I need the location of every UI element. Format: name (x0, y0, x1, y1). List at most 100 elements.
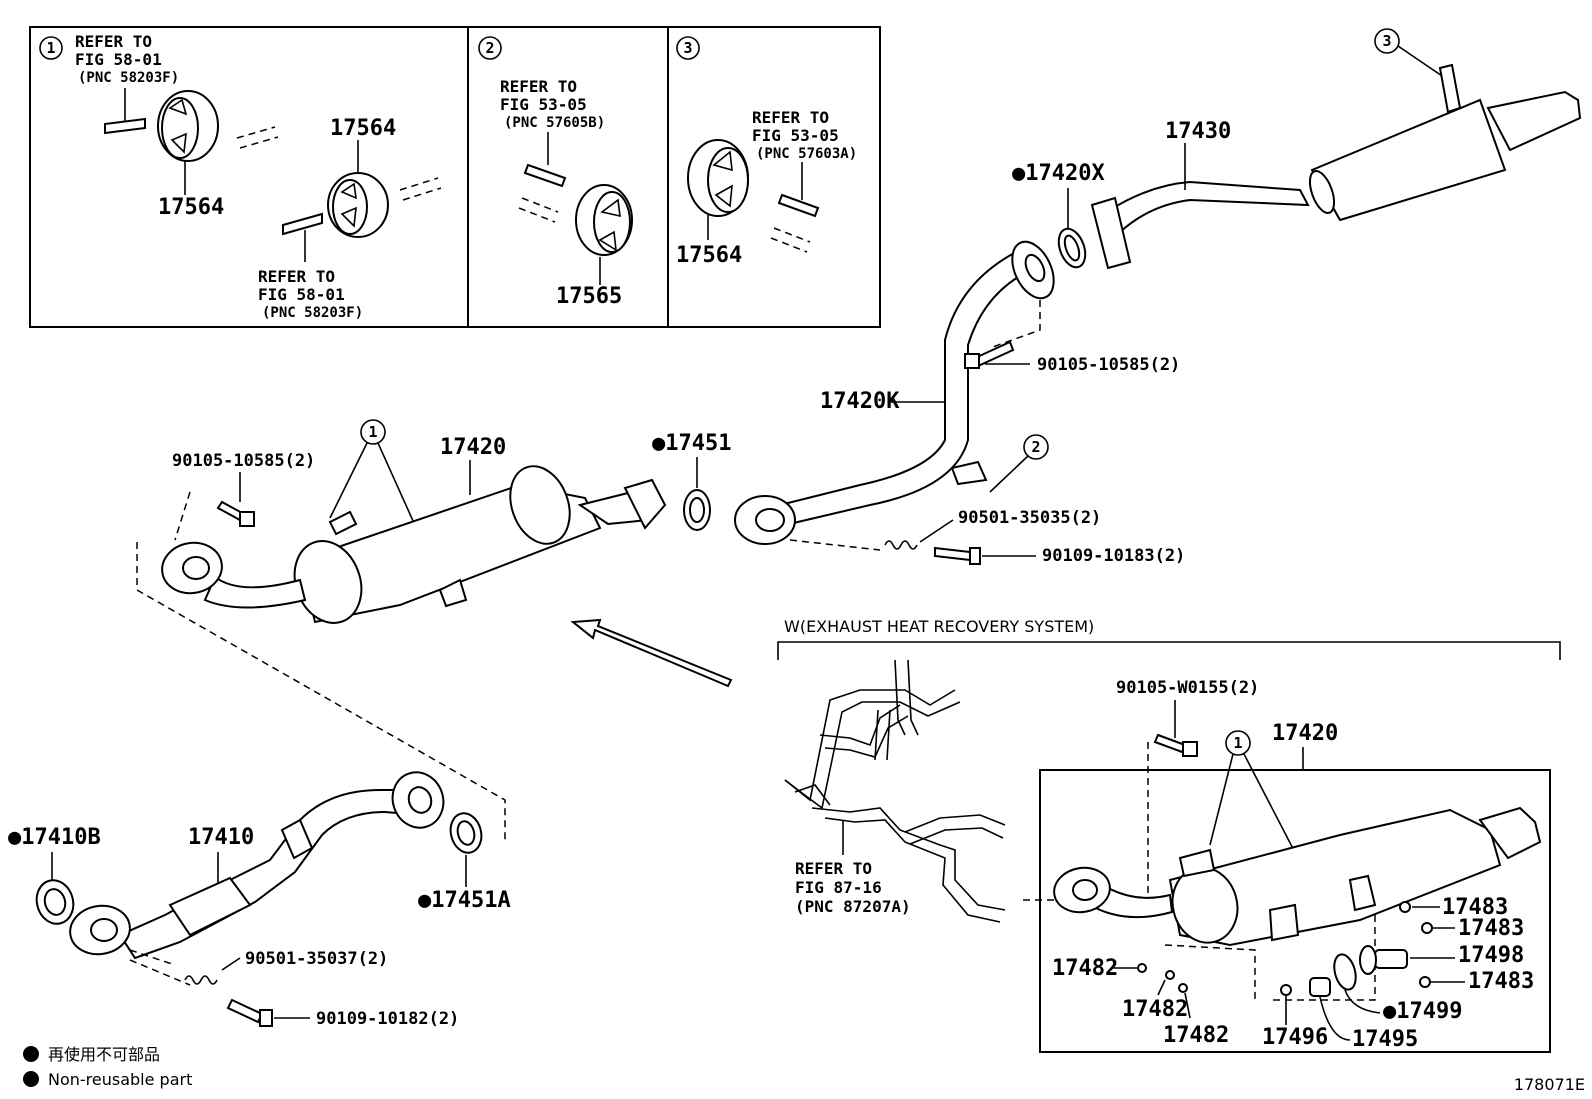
spring-icon (184, 975, 218, 985)
refer-pnc: (PNC 57605B) (504, 115, 605, 131)
part-number: ●17420X (1012, 161, 1105, 186)
refer-text: REFER TO (795, 859, 872, 878)
part-number: 90109-10182(2) (316, 1009, 459, 1029)
converter-assembly: 1 17420 90105-10585(2) (136, 419, 667, 840)
figure-id: 178071E (1514, 1075, 1585, 1094)
part-number: 17496 (1262, 1025, 1328, 1050)
refer-pnc: (PNC 87207A) (795, 897, 911, 916)
bolt-icon (216, 500, 255, 527)
part-number: 17420 (440, 435, 506, 460)
inset-panel-3: 3 REFER TO FIG 53-05 (PNC 57603A) 17564 (676, 36, 857, 268)
converter-gasket: ●17451 (652, 431, 731, 531)
ehr-section: W(EXHAUST HEAT RECOVERY SYSTEM) REFER TO… (777, 617, 1561, 1053)
part-number: 17482 (1052, 956, 1118, 981)
hanger-rod (777, 193, 820, 218)
panel-number: 3 (683, 39, 692, 57)
refer-text: REFER TO (75, 32, 152, 51)
part-number: 17430 (1165, 119, 1231, 144)
part-number: 90105-10585(2) (172, 451, 315, 471)
bolt-icon (226, 998, 273, 1027)
refer-fig: FIG 58-01 (75, 50, 162, 69)
part-number: 90105-W0155(2) (1116, 678, 1259, 698)
part-number: ●17451 (652, 431, 731, 456)
hanger-rod (104, 117, 146, 135)
part-number: 17420K (820, 389, 900, 414)
tail-outlet (1486, 90, 1582, 152)
panel-number-circle (676, 36, 700, 60)
bolt-icon (1153, 733, 1198, 757)
non-reusable-dot-icon (23, 1071, 39, 1087)
hanger-rod (523, 163, 567, 188)
rubber-hanger-icon (687, 139, 749, 217)
converter-outlet-flange (623, 478, 667, 530)
part-number: ●17451A (418, 888, 511, 913)
center-pipe-assembly: 90105-10585(2) 17420K 2 90501-35035(2) 9… (734, 240, 1185, 566)
ehr-assembly-box (1039, 769, 1551, 1053)
rubber-hanger-icon (157, 90, 219, 162)
part-number: 90501-35037(2) (245, 949, 388, 969)
center-hanger (950, 460, 988, 486)
part-number: 90109-10183(2) (1042, 546, 1185, 566)
converter-inlet (203, 575, 307, 609)
direction-arrow-icon (570, 618, 733, 688)
part-number: 17482 (1163, 1023, 1229, 1048)
refer-pnc: (PNC 58203F) (78, 70, 179, 86)
part-number: 17483 (1458, 916, 1524, 941)
legend: 再使用不可部品 Non-reusable part (23, 1045, 192, 1089)
refer-fig: FIG 53-05 (500, 95, 587, 114)
front-catalyst (168, 876, 252, 937)
refer-pnc: (PNC 57603A) (756, 146, 857, 162)
tail-inlet-pipe (1108, 180, 1310, 234)
front-pipe-bracket (280, 818, 314, 860)
hanger-rod (282, 212, 323, 236)
part-number: 17482 (1122, 997, 1188, 1022)
part-number: 90501-35035(2) (958, 508, 1101, 528)
spring-icon (884, 540, 918, 550)
rubber-hanger-icon (327, 172, 389, 238)
non-reusable-dot-icon (23, 1046, 39, 1062)
ehr-valve (1374, 949, 1408, 969)
part-number: 17483 (1468, 969, 1534, 994)
refer-text: REFER TO (258, 267, 335, 286)
hanger-bracket (1438, 63, 1462, 114)
muffler (1310, 98, 1507, 222)
ehr-small-parts (1137, 901, 1433, 1001)
tail-flange (1090, 196, 1132, 270)
part-number: 17564 (676, 243, 742, 268)
part-number: ●17410B (8, 825, 101, 850)
panel-number: 1 (46, 39, 55, 57)
callout-number: 1 (1233, 734, 1242, 752)
panel-number: 2 (485, 39, 494, 57)
part-number: 17495 (1352, 1027, 1418, 1052)
front-pipe (118, 789, 422, 960)
refer-fig: FIG 58-01 (258, 285, 345, 304)
center-pipe (778, 248, 1037, 527)
part-number: 17564 (330, 116, 396, 141)
refer-fig: FIG 87-16 (795, 878, 882, 897)
refer-pnc: (PNC 58203F) (262, 305, 363, 321)
part-number: 90105-10585(2) (1037, 355, 1180, 375)
inset-frame (29, 26, 881, 328)
callout-circle (1023, 434, 1049, 460)
refer-text: REFER TO (500, 77, 577, 96)
part-number: ●17499 (1383, 999, 1462, 1024)
part-number: 17565 (556, 284, 622, 309)
part-number: 17420 (1272, 721, 1338, 746)
tail-gasket: ●17420X (1012, 161, 1105, 269)
bolt-icon (964, 340, 1015, 369)
converter-hanger-bracket (328, 510, 468, 608)
ehr-converter-icon (1053, 806, 1542, 947)
part-number: 17564 (158, 195, 224, 220)
rubber-hanger-icon (575, 184, 633, 256)
inset-panel-1: 1 REFER TO FIG 58-01 (PNC 58203F) 17564 … (39, 32, 442, 321)
tail-pipe-assembly: 3 17430 (1090, 28, 1582, 270)
panel-number-circle (39, 36, 63, 60)
callout-number: 2 (1031, 438, 1040, 456)
bolt-icon (934, 546, 981, 565)
panel-number-circle (478, 36, 502, 60)
heater-hoses (784, 659, 1006, 923)
legend-en: Non-reusable part (48, 1070, 192, 1089)
inset-panels: 1 REFER TO FIG 58-01 (PNC 58203F) 17564 … (29, 26, 881, 328)
callout-circle (1225, 730, 1251, 756)
